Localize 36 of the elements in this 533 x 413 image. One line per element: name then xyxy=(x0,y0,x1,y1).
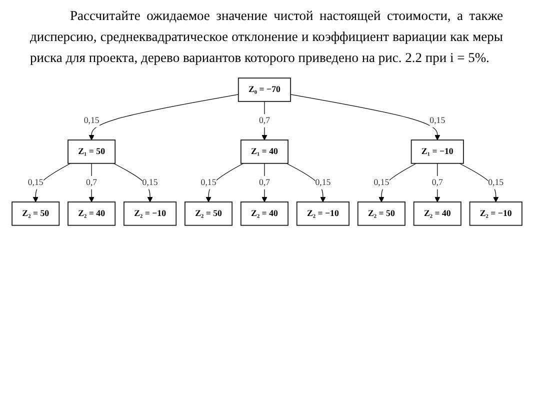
edge-label: 0,15 xyxy=(200,178,216,188)
node-box: Z₂ = −10 xyxy=(123,201,176,226)
edge-label: 0,7 xyxy=(86,178,97,188)
edge-label: 0,15 xyxy=(488,178,504,188)
node-box: Z₂ = 50 xyxy=(356,201,405,226)
arrow xyxy=(88,94,238,140)
arrow xyxy=(32,162,70,202)
node-box: Z₂ = −10 xyxy=(296,201,349,226)
edge-label: 0,7 xyxy=(258,178,270,188)
node-box: Z₂ = 50 xyxy=(11,201,60,226)
edge-label: 0,15 xyxy=(142,178,158,188)
node-box: Z₂ = 40 xyxy=(67,201,116,226)
edge-label: 0,7 xyxy=(431,178,442,188)
arrow xyxy=(112,162,152,202)
edge-label: 0,7 xyxy=(258,116,270,126)
node-box: Z₀ = −70 xyxy=(237,77,291,102)
node-box: Z₂ = 50 xyxy=(184,201,232,226)
node-box: Z₂ = −10 xyxy=(468,201,522,226)
arrow xyxy=(88,162,94,202)
arrow xyxy=(261,162,267,202)
arrow xyxy=(205,162,244,202)
node-box: Z₁ = 40 xyxy=(240,139,288,164)
edge-label: 0,15 xyxy=(429,116,445,126)
arrow xyxy=(434,162,440,202)
arrow xyxy=(378,162,416,202)
edge-label: 0,15 xyxy=(27,178,43,188)
node-box: Z₁ = 50 xyxy=(67,139,116,164)
edge-label: 0,15 xyxy=(314,178,330,188)
edge-label: 0,15 xyxy=(83,116,99,126)
arrow xyxy=(261,100,267,140)
arrow xyxy=(290,94,440,140)
node-box: Z₂ = 40 xyxy=(412,201,461,226)
edge-label: 0,15 xyxy=(373,178,389,188)
node-box: Z₂ = 40 xyxy=(240,201,288,226)
node-box: Z₁ = −10 xyxy=(410,139,464,164)
task-text: Рассчитайте ожидаемое значение чистой настоящей стоимости, а также дисперсию, среднеквадратическое отклонение и коэффициент вариации как меры риска для проекта, дерево вариантов которого приведено на рис. 2.2 при i = 5%. xyxy=(30,7,503,67)
